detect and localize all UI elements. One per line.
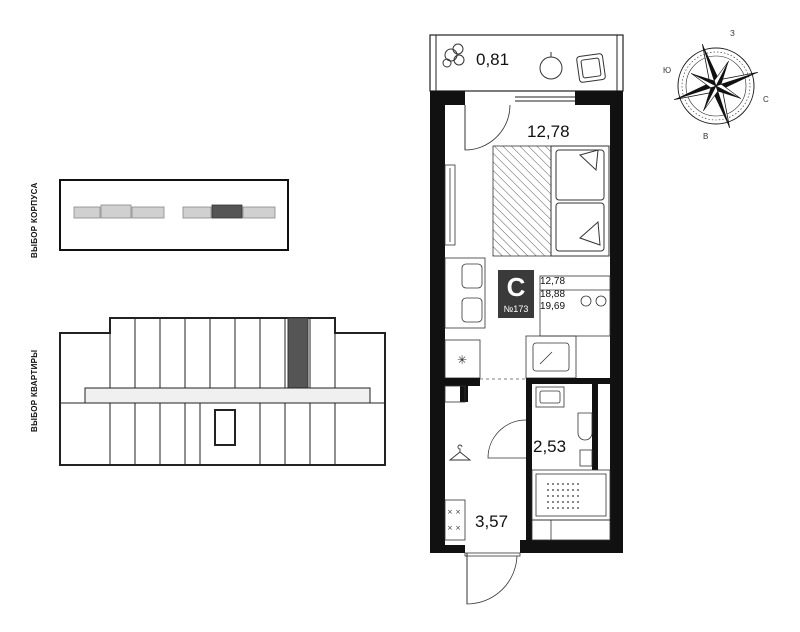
apartment-areas: 12,78 18,88 19,69 (540, 276, 565, 314)
living-area: 12,78 (540, 276, 566, 287)
apartment-selected[interactable] (287, 317, 309, 389)
building-option-1[interactable] (73, 204, 165, 219)
shoe-rack-dots: × × × × (447, 508, 461, 532)
balcony (429, 34, 624, 92)
total-area-with-balcony: 19,69 (540, 301, 566, 312)
compass-label-bottom: В (703, 132, 709, 141)
sofa-icon (550, 145, 610, 257)
shower-drain (547, 483, 579, 509)
compass-rose-icon (674, 44, 758, 128)
building-option-2[interactable] (182, 204, 276, 219)
total-area: 18,88 (540, 288, 566, 300)
svg-text:× ×: × × (447, 508, 461, 516)
snowflake-icon: ✳ (457, 353, 467, 367)
compass-label-top: З (730, 29, 735, 38)
building-selector (59, 179, 289, 251)
balcony-area-label: 0,81 (476, 50, 510, 69)
plant-icon (442, 43, 465, 68)
bed-hatched (492, 145, 552, 257)
room-area-label: 12,78 (527, 122, 570, 141)
compass-label-right: С (763, 95, 769, 104)
table-icon (539, 52, 563, 80)
apartment-number: №173 (503, 304, 529, 314)
apartment-selector (59, 317, 386, 466)
apartment-plan: ✳ (429, 34, 624, 605)
chair-icon (576, 53, 606, 83)
bathroom-area-label: 2,53 (533, 437, 567, 456)
hanger-icon (448, 444, 472, 461)
hall-area-label: 3,57 (475, 512, 509, 531)
svg-text:× ×: × × (447, 524, 461, 532)
compass-label-left: Ю (663, 66, 672, 75)
apartment-type-badge: С №173 (498, 270, 534, 318)
building-selected (211, 204, 243, 219)
apartment-type-letter: С (506, 272, 526, 302)
